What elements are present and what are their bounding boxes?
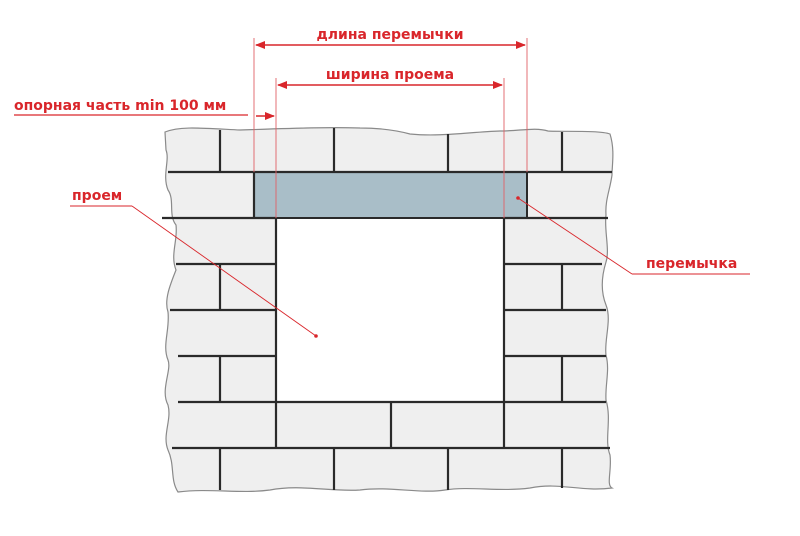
callout-opening: проем <box>70 188 318 338</box>
lintel-label: перемычка <box>646 256 737 272</box>
head-joints <box>218 128 564 490</box>
callout-lintel: перемычка <box>516 196 750 275</box>
opening-jambs <box>252 172 506 448</box>
bearing-part-label: опорная часть min 100 мм <box>14 98 226 114</box>
opening-width-label: ширина проема <box>326 67 454 83</box>
dimension-lintel-length: длина перемычки <box>255 27 526 49</box>
dimension-opening-width: ширина проема <box>277 67 503 89</box>
lintel-beam <box>253 171 528 219</box>
extension-lines <box>253 38 528 218</box>
dimension-bearing-part: опорная часть min 100 мм <box>14 98 275 120</box>
wall-opening <box>276 218 504 402</box>
opening-label: проем <box>72 188 122 204</box>
lintel-length-label: длина перемычки <box>316 27 463 43</box>
